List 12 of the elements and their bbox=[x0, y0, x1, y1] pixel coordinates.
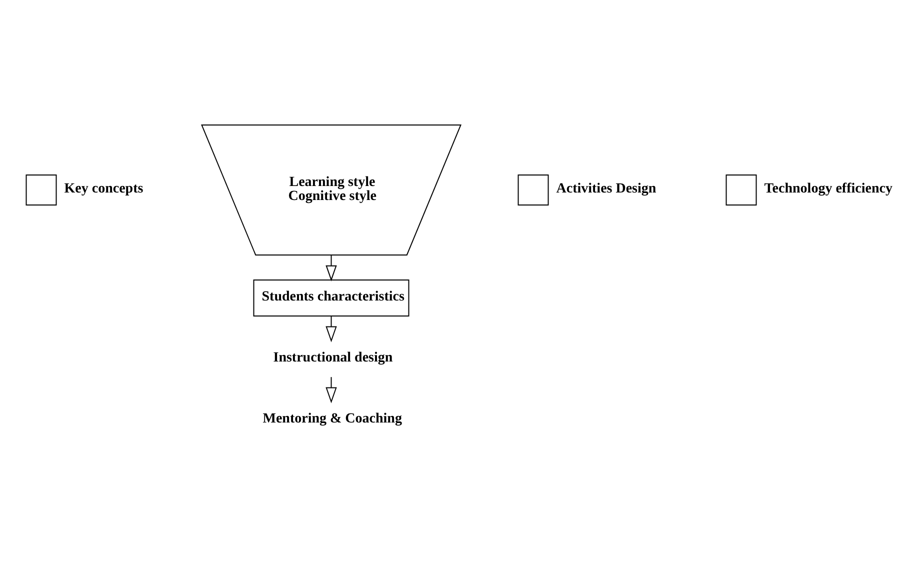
node-text: Mentoring & Coaching bbox=[262, 411, 402, 426]
node-label: Activities Design bbox=[556, 181, 656, 196]
node-label: Technology efficiency bbox=[764, 181, 892, 196]
node-label: Key concepts bbox=[64, 181, 144, 196]
node-box bbox=[726, 174, 757, 205]
node-box bbox=[518, 174, 549, 205]
arrow bbox=[326, 254, 337, 281]
arrow bbox=[326, 315, 337, 342]
node-box bbox=[26, 174, 57, 205]
arrow bbox=[326, 376, 337, 403]
node-text: Instructional design bbox=[273, 350, 393, 366]
node-box: Students characteristics bbox=[253, 279, 410, 316]
